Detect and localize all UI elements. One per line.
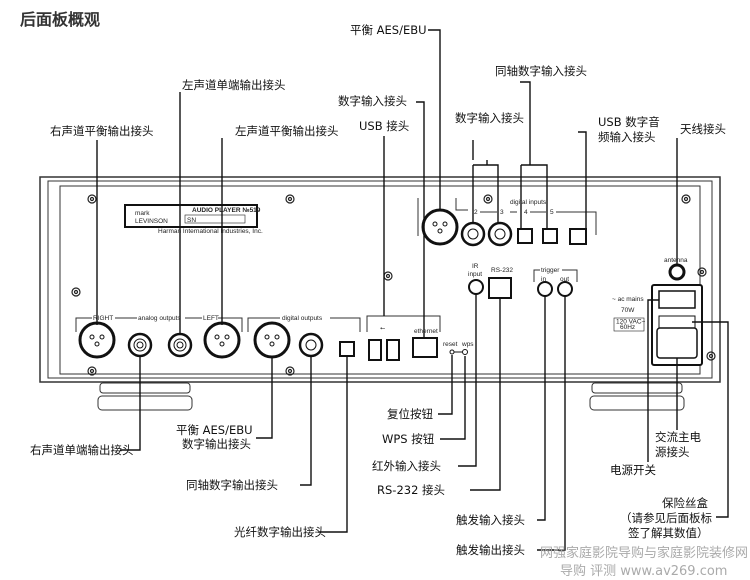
ac-inlet[interactable] [656,327,698,359]
xlr-aes-in[interactable] [421,208,459,246]
svg-text:SN: SN [187,217,196,224]
wps-button[interactable] [462,349,468,355]
callout-usb: USB 接头 [359,119,409,133]
leader-lines [96,29,729,551]
svg-text:5: 5 [550,209,554,216]
svg-text:导购 评测 www.av269.com: 导购 评测 www.av269.com [560,563,727,579]
callout-left-single-out: 左声道单端输出接头 [182,78,286,92]
rca-coax-out[interactable] [298,332,324,358]
svg-text:IR: IR [472,263,479,270]
power-switch[interactable] [658,290,696,309]
watermark: 网强家庭影院导购与家庭影院装修网 导购 评测 www.av269.com [540,545,748,579]
svg-text:in: in [541,276,546,283]
callout-fuse: 保险丝盒 [662,496,708,510]
optical-in-5[interactable] [542,228,558,244]
nameplate: mark LEVINSON AUDIO PLAYER №519 SN Harma… [124,204,263,235]
svg-text:LEVINSON: LEVINSON [135,218,168,225]
usb-port-1[interactable] [368,339,382,361]
digital-inputs: digital inputs 2 3 4 5 [417,198,597,247]
ir-input-jack[interactable] [468,279,484,295]
svg-text:mark: mark [135,210,150,217]
svg-text:~ ac mains: ~ ac mains [612,296,644,303]
callout-power-switch: 电源开关 [610,463,656,477]
callout-right-single-out: 右声道单端输出接头 [30,443,134,457]
rca-coax-in-3[interactable] [487,221,513,247]
callout-right-balanced-out: 右声道平衡输出接头 [50,124,154,138]
svg-text:antenna: antenna [664,257,688,264]
xlr-aes-out[interactable] [253,321,291,359]
callout-ir-input: 红外输入接头 [372,459,441,473]
callout-balanced-aes-out: 平衡 AES/EBU [176,423,253,437]
callout-usb-audio-in: USB 数字音 [598,115,660,129]
svg-text:input: input [468,271,482,278]
svg-text:analog outputs: analog outputs [138,315,181,322]
usb-port-2[interactable] [386,339,400,361]
ethernet-port[interactable] [412,337,438,358]
callouts: 平衡 AES/EBU 同轴数字输入接头 左声道单端输出接头 数字输入接头 数字输… [30,23,726,557]
callout-left-balanced-out: 左声道平衡输出接头 [235,124,339,138]
svg-text:（请参见后面板标: （请参见后面板标 [620,511,712,525]
callout-coax-digital-in: 同轴数字输入接头 [495,64,587,78]
svg-text:out: out [560,276,569,283]
callout-rs232: RS-232 接头 [377,483,445,497]
callout-antenna: 天线接头 [680,122,726,136]
svg-text:数字输出接头: 数字输出接头 [182,437,251,451]
svg-text:digital outputs: digital outputs [282,315,323,322]
callout-digital-in-a: 数字输入接头 [338,94,407,108]
usb-b-audio-in[interactable] [569,228,587,245]
callout-trigger-out: 触发输出接头 [456,543,525,557]
rca-coax-in-2[interactable] [460,221,486,247]
callout-reset: 复位按钮 [387,407,433,421]
rca-right-out[interactable] [127,332,153,358]
svg-text:60Hz: 60Hz [620,324,635,331]
xlr-left-out[interactable] [203,321,241,359]
rca-left-out[interactable] [167,332,193,358]
svg-text:ethernet: ethernet [414,328,438,335]
digital-outputs: digital outputs [247,315,361,359]
control-ports: IR input RS-232 trigger in out [468,263,578,299]
svg-text:trigger: trigger [541,267,560,274]
antenna-connector[interactable] [668,263,686,281]
xlr-right-out[interactable] [78,321,116,359]
left-foot [97,382,193,411]
analog-outputs: RIGHT analog outputs LEFT [75,315,243,359]
svg-text:120 VAC~: 120 VAC~ [616,319,646,326]
callout-digital-in-b: 数字输入接头 [455,111,524,125]
svg-text:AUDIO PLAYER №519: AUDIO PLAYER №519 [192,207,261,214]
power-section: antenna ~ ac mains 70W 120 VAC~ 60Hz [612,257,703,366]
callout-wps: WPS 按钮 [382,432,435,446]
svg-text:RIGHT: RIGHT [93,315,113,322]
svg-text:源接头: 源接头 [655,445,690,459]
page-title: 后面板概观 [20,10,100,29]
right-foot [589,382,685,411]
trigger-out-jack[interactable] [557,281,573,297]
svg-text:LEFT: LEFT [203,315,219,322]
svg-text:digital inputs: digital inputs [510,199,547,206]
rs232-port[interactable] [488,277,512,299]
svg-text:reset: reset [443,341,458,348]
svg-text:wps: wps [461,341,474,348]
svg-text:RS-232: RS-232 [491,267,513,274]
svg-text:3: 3 [500,209,504,216]
callout-coax-digital-out: 同轴数字输出接头 [186,478,278,492]
svg-text:4: 4 [524,209,528,216]
optical-in-4[interactable] [517,228,533,244]
network-usb: ⭠ ethernet reset wps [366,315,474,361]
svg-text:频输入接头: 频输入接头 [598,130,656,144]
svg-text:签了解其数值）: 签了解其数值） [628,526,709,540]
fuse-box[interactable] [658,315,696,329]
callout-trigger-in: 触发输入接头 [456,513,525,527]
svg-text:Harman International Industrie: Harman International Industries, Inc. [158,228,263,235]
optical-out[interactable] [339,341,355,357]
callout-optical-out: 光纤数字输出接头 [234,525,326,539]
callout-ac-mains: 交流主电 [655,430,701,444]
svg-text:网强家庭影院导购与家庭影院装修网: 网强家庭影院导购与家庭影院装修网 [540,545,748,561]
callout-balanced-aes-in: 平衡 AES/EBU [350,23,427,37]
usb-icon: ⭠ [380,325,385,332]
svg-text:2: 2 [474,209,478,216]
svg-text:70W: 70W [621,307,635,314]
reset-button[interactable] [449,349,455,355]
trigger-in-jack[interactable] [537,281,553,297]
